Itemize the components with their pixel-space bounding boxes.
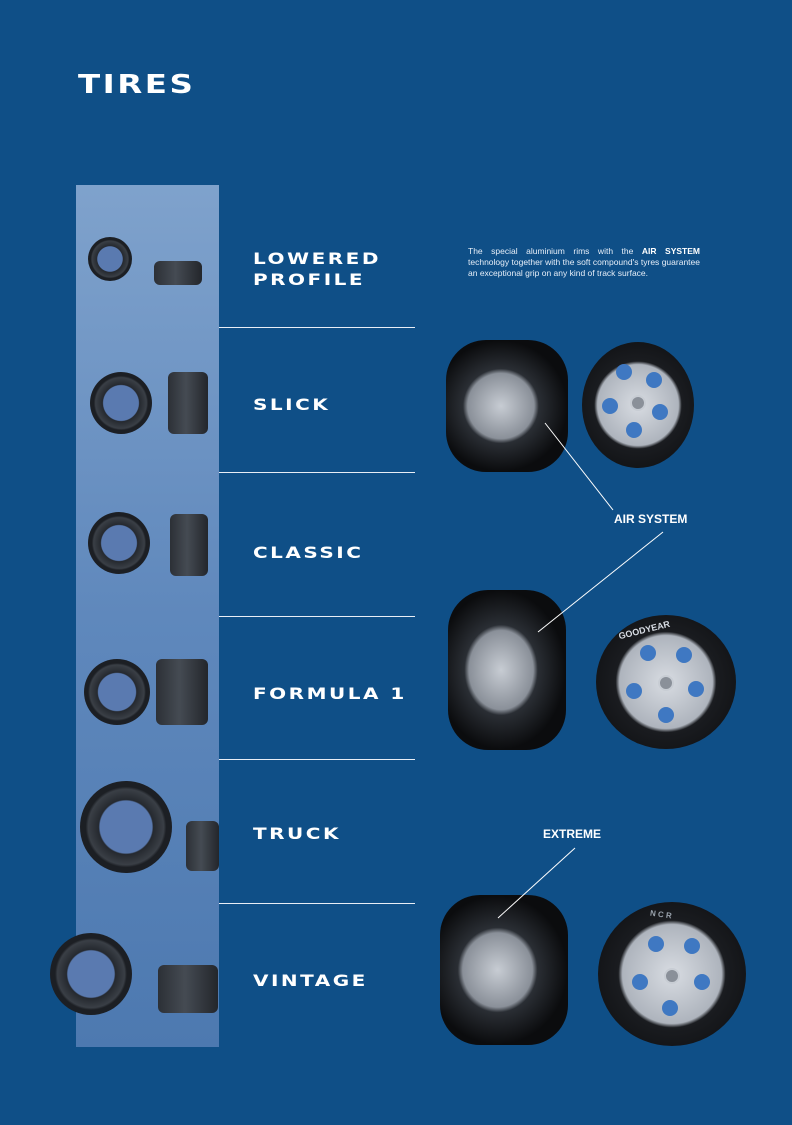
air-system-wheel-front-photo [582,342,694,468]
air-system-leader-lower [537,531,664,633]
row-divider [219,327,415,328]
air-system-wheel-cutaway-photo [446,340,568,472]
tire-name-slick: SLICK [253,395,331,414]
tire-photo-strip [50,185,219,1047]
tire-photo-vintage [50,903,219,1046]
tire-photo-truck [76,759,219,902]
tire-photo-lowered-profile [76,185,219,328]
intro-highlight: AIR SYSTEM [641,246,700,256]
intro-part2: technology together with the soft compou… [468,257,700,278]
goodyear-wheel-cutaway-photo [448,590,566,750]
tire-name-lowered-profile: LOWERED PROFILE [253,248,381,290]
tire-name-formula-1: FORMULA 1 [253,684,407,703]
extreme-leader [497,847,576,919]
tire-name-classic: CLASSIC [253,543,364,562]
tire-name-vintage: VINTAGE [253,971,368,990]
page-title: TIRES [78,70,196,100]
goodyear-wheel-front-photo: GOODYEAR [596,615,736,749]
tire-photo-slick [76,328,219,471]
row-divider [219,759,415,760]
tire-photo-formula-1 [76,615,219,758]
air-system-callout: AIR SYSTEM [614,512,688,526]
intro-text: The special aluminium rims with the AIR … [468,246,700,279]
row-divider [219,472,415,473]
tire-name-line1: LOWERED [253,249,381,268]
row-divider [219,903,415,904]
tire-name-truck: TRUCK [253,824,341,843]
row-divider [219,616,415,617]
intro-part1: The special aluminium rims with the [468,246,642,256]
air-system-leader-upper [544,422,614,511]
extreme-wheel-front-photo: N C R [598,902,746,1046]
extreme-callout: EXTREME [543,827,602,841]
extreme-wheel-cutaway-photo [440,895,568,1045]
tire-name-line2: PROFILE [253,270,366,289]
tire-photo-classic [76,472,219,615]
